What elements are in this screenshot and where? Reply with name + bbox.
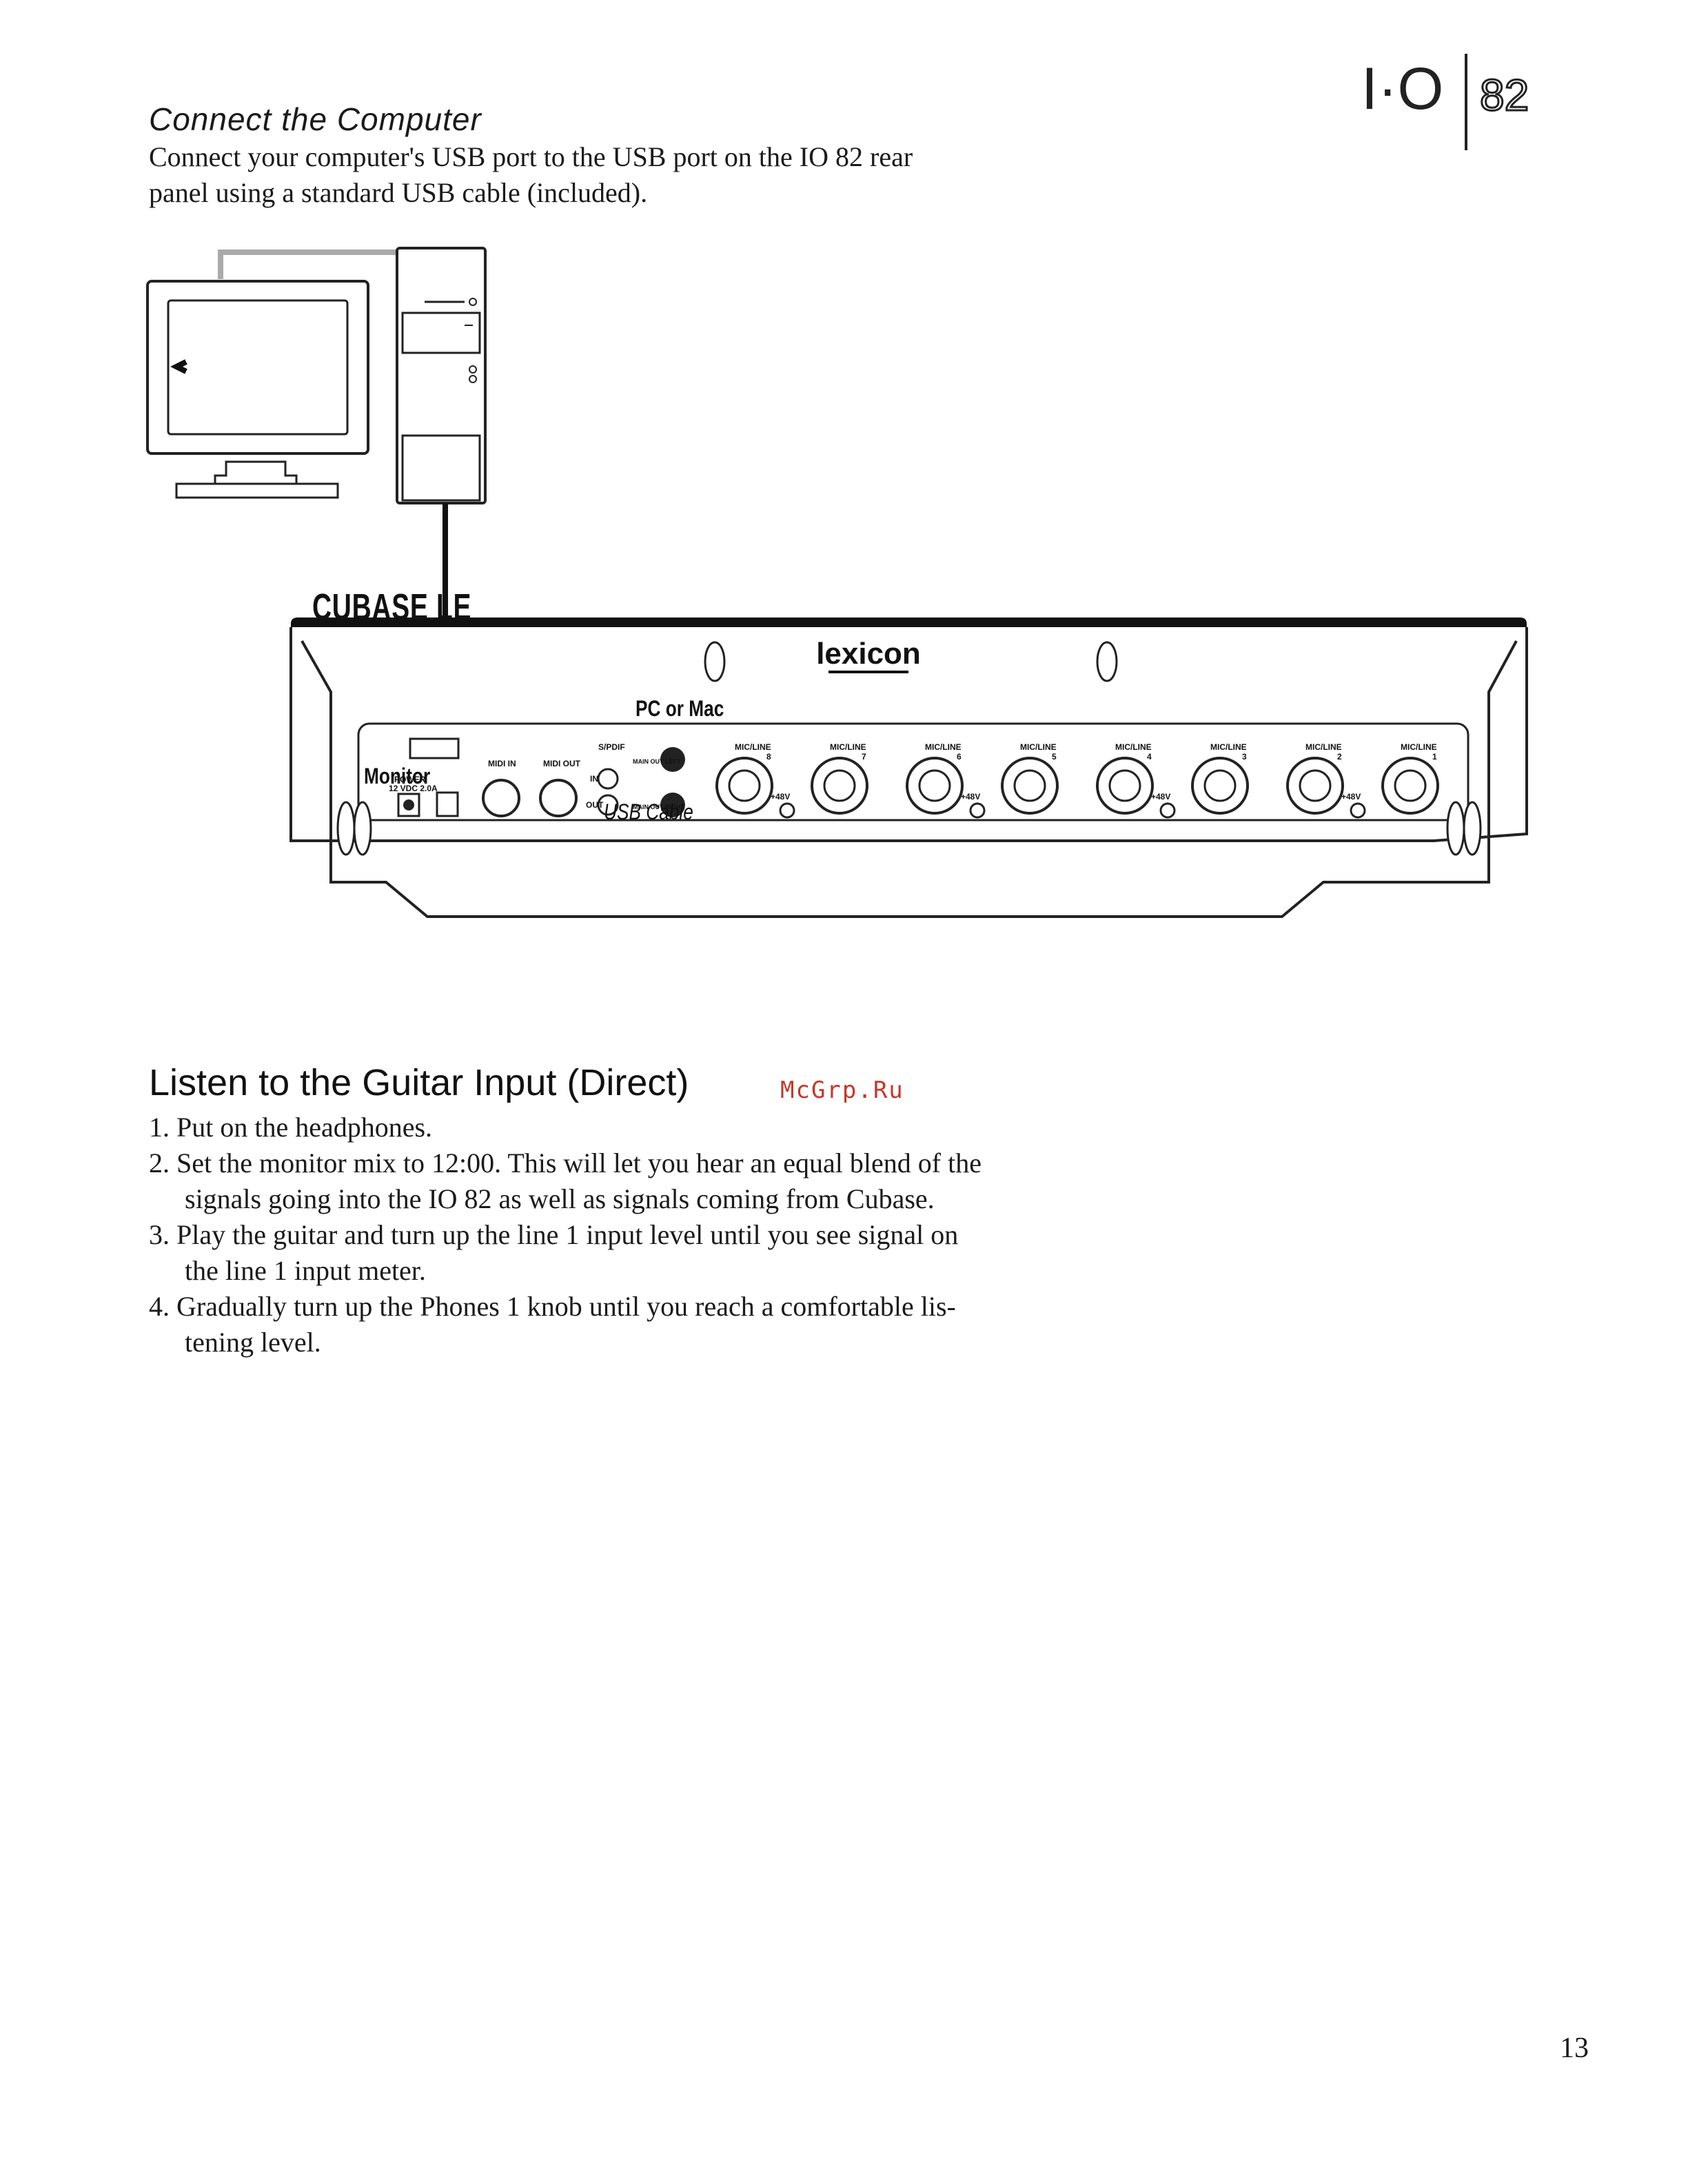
panel-label-phantom: +48V — [771, 792, 790, 802]
step-text-continued: tening level. — [185, 1327, 321, 1358]
panel-label-channel: 4 — [1147, 752, 1152, 762]
io82-rear-panel: lexicon — [289, 618, 1528, 918]
logo-text-io: I·O — [1361, 56, 1443, 122]
panel-label-main-left: MAIN OUT LEFT — [633, 758, 681, 765]
section-title-listen: Listen to the Guitar Input (Direct) — [149, 1062, 689, 1103]
panel-label-power-spec: 12 VDC 2.0A — [389, 784, 438, 793]
step-item: 2. Set the monitor mix to 12:00. This wi… — [149, 1145, 1128, 1217]
body-line: Connect your computer's USB port to the … — [149, 141, 913, 172]
step-text: 2. Set the monitor mix to 12:00. This wi… — [149, 1147, 982, 1178]
panel-label-phantom: +48V — [1151, 792, 1170, 802]
page-number: 13 — [1560, 2032, 1589, 2064]
panel-label-channel: 8 — [766, 752, 771, 762]
panel-label-mic-line: MIC/LINE — [1305, 742, 1342, 752]
panel-label-mic-line: MIC/LINE — [1401, 742, 1437, 752]
panel-label-channel: 3 — [1242, 752, 1247, 762]
step-text-continued: signals going into the IO 82 as well as … — [185, 1183, 935, 1214]
panel-label-channel: 6 — [957, 752, 962, 762]
panel-label-main-right: MAIN OUT RIGHT — [633, 804, 684, 810]
steps-list: 1. Put on the headphones. 2. Set the mon… — [149, 1110, 1128, 1360]
step-text: 3. Play the guitar and turn up the line … — [149, 1219, 959, 1250]
io82-logo: I·O 82 — [1361, 54, 1530, 150]
step-item: 4. Gradually turn up the Phones 1 knob u… — [149, 1289, 1128, 1360]
connection-diagram: lexicon — [138, 241, 1572, 930]
computer-tower — [396, 247, 487, 504]
logo-divider — [1465, 54, 1467, 150]
combo-inputs — [715, 757, 1439, 815]
panel-label-channel: 1 — [1432, 752, 1437, 762]
logo-text-82: 82 — [1480, 70, 1529, 120]
section-title-connect: Connect the Computer — [149, 101, 482, 137]
monitor-illustration — [146, 280, 369, 499]
panel-label-spdif-out: OUT — [586, 800, 604, 810]
step-text-continued: the line 1 input meter. — [185, 1255, 426, 1286]
panel-label-phantom: +48V — [961, 792, 980, 802]
watermark-link[interactable]: McGrp.Ru — [780, 1076, 904, 1104]
panel-label-channel: 2 — [1337, 752, 1342, 762]
monitor-label: Monitor — [364, 764, 431, 788]
panel-label-spdif-in: IN — [590, 774, 598, 784]
step-text: 4. Gradually turn up the Phones 1 knob u… — [149, 1291, 956, 1322]
section-body-connect: Connect your computer's USB port to the … — [149, 139, 1114, 211]
panel-label-midi-in: MIDI IN — [488, 759, 516, 768]
panel-label-channel: 7 — [862, 752, 866, 762]
panel-label-mic-line: MIC/LINE — [830, 742, 866, 752]
body-line: panel using a standard USB cable (includ… — [149, 177, 648, 208]
panel-label-midi-out: MIDI OUT — [543, 759, 581, 768]
panel-label-mic-line: MIC/LINE — [1115, 742, 1152, 752]
panel-label-power: POWER — [394, 775, 426, 784]
panel-label-mic-line: MIC/LINE — [925, 742, 962, 752]
cubase-screen-text: CUBASE LE — [312, 586, 472, 628]
panel-label-phantom: +48V — [1341, 792, 1361, 802]
pc-or-mac-label: PC or Mac — [635, 696, 724, 721]
panel-label-mic-line: MIC/LINE — [1020, 742, 1057, 752]
panel-label-spdif: S/PDIF — [598, 742, 625, 752]
usb-cable-label: USB Cable — [604, 799, 693, 824]
lexicon-brand: lexicon — [816, 637, 921, 671]
panel-label-channel: 5 — [1052, 752, 1057, 762]
panel-label-mic-line: MIC/LINE — [1210, 742, 1247, 752]
step-text: 1. Put on the headphones. — [149, 1112, 433, 1143]
step-item: 1. Put on the headphones. — [149, 1110, 1128, 1145]
panel-label-mic-line: MIC/LINE — [735, 742, 771, 752]
monitor-cable — [218, 249, 400, 279]
diagram-illustration: lexicon — [146, 247, 1528, 918]
step-item: 3. Play the guitar and turn up the line … — [149, 1217, 1128, 1289]
